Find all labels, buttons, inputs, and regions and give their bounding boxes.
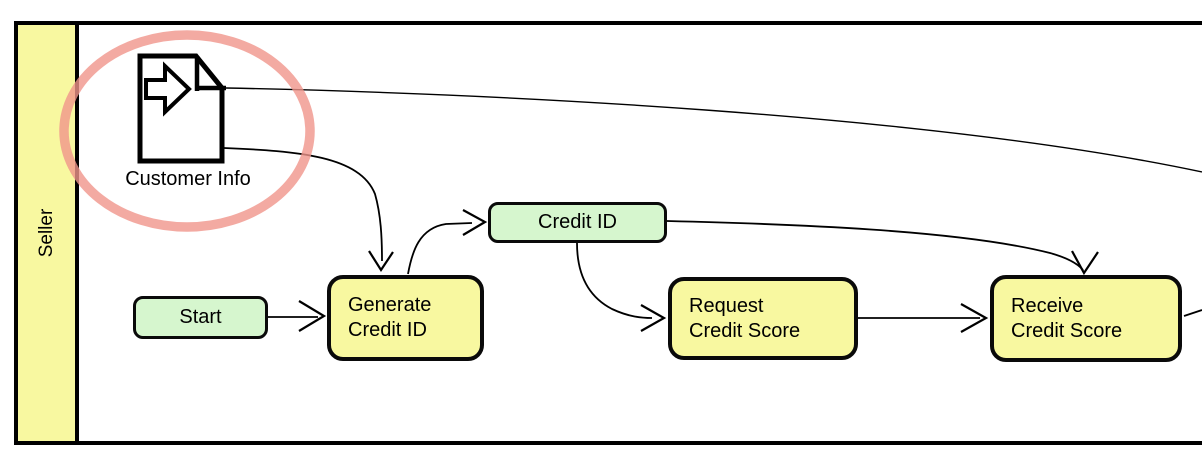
edge-receive-offcanvas <box>1183 309 1202 317</box>
arrowhead-icon <box>298 300 327 332</box>
edge-creditid-request <box>576 242 667 332</box>
arrowhead-icon <box>368 250 394 273</box>
node-start[interactable]: Start <box>133 296 268 339</box>
node-receive-credit-score[interactable]: Receive Credit Score <box>990 275 1182 362</box>
document-icon <box>137 53 225 164</box>
edge-line <box>407 222 473 275</box>
edge-request-receive <box>858 303 989 333</box>
edge-line <box>225 87 1202 173</box>
edge-line <box>666 220 1084 271</box>
annotation-ellipse <box>59 30 315 232</box>
node-credit-id-label: Credit ID <box>538 211 617 233</box>
edge-line <box>1183 309 1202 317</box>
customer-info-label: Customer Info <box>125 168 251 190</box>
node-credit-id[interactable]: Credit ID <box>488 202 667 243</box>
customer-info-data-object[interactable] <box>137 53 226 164</box>
edge-customerinfo-generate <box>223 147 394 273</box>
edge-line <box>223 147 383 262</box>
input-arrow-icon <box>144 61 192 117</box>
arrowhead-icon <box>960 303 989 333</box>
arrowhead-icon <box>1071 250 1099 276</box>
edge-start-generate <box>268 300 327 332</box>
node-request-credit-score[interactable]: Request Credit Score <box>668 277 858 360</box>
arrowhead-icon <box>462 209 488 236</box>
edge-generate-creditid <box>407 209 488 275</box>
lane-header-seller[interactable]: Seller <box>14 21 79 445</box>
edge-creditid-receive <box>666 220 1099 276</box>
arrowhead-icon <box>640 304 667 332</box>
node-generate-credit-id-label: Generate Credit ID <box>348 294 432 341</box>
node-start-label: Start <box>179 306 222 328</box>
edge-customerinfo-offcanvas <box>225 87 1202 173</box>
edge-line <box>576 242 653 319</box>
node-request-credit-score-label: Request Credit Score <box>689 294 801 342</box>
node-generate-credit-id[interactable]: Generate Credit ID <box>327 275 484 361</box>
node-receive-credit-score-label: Receive Credit Score <box>1011 294 1123 342</box>
